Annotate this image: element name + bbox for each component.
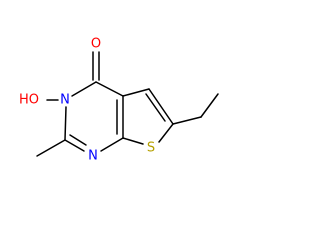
bond-n1-c7a: [100, 137, 124, 152]
bond-n3-c2: [64, 106, 67, 141]
bond-c2-methyl: [36, 139, 66, 157]
atom-o-carbonyl: O: [91, 37, 101, 52]
bond-c5-c4a: [122, 88, 150, 97]
bond-c6-ch2: [172, 116, 202, 125]
atom-s: S: [147, 141, 155, 156]
atom-labels: O N HO N S: [19, 37, 155, 164]
atom-n1: N: [88, 149, 98, 164]
bond-c4-n3: [71, 81, 97, 97]
bond-c2-n1-double-1: [64, 139, 85, 152]
bond-c2-n1-double-2: [69, 134, 87, 146]
bond-c4a-c4: [95, 81, 124, 97]
bond-s-c6: [158, 123, 174, 143]
bond-ch2-ch3: [200, 93, 219, 118]
bond-c7a-s: [122, 137, 144, 145]
bond-c6-c5: [148, 88, 174, 125]
bond-c6-c5-inner: [145, 93, 166, 122]
atom-n3: N: [60, 93, 70, 108]
bonds: [36, 51, 219, 157]
chemical-structure-diagram: O N HO N S: [19, 37, 219, 164]
atom-hydroxyl: HO: [19, 93, 39, 108]
